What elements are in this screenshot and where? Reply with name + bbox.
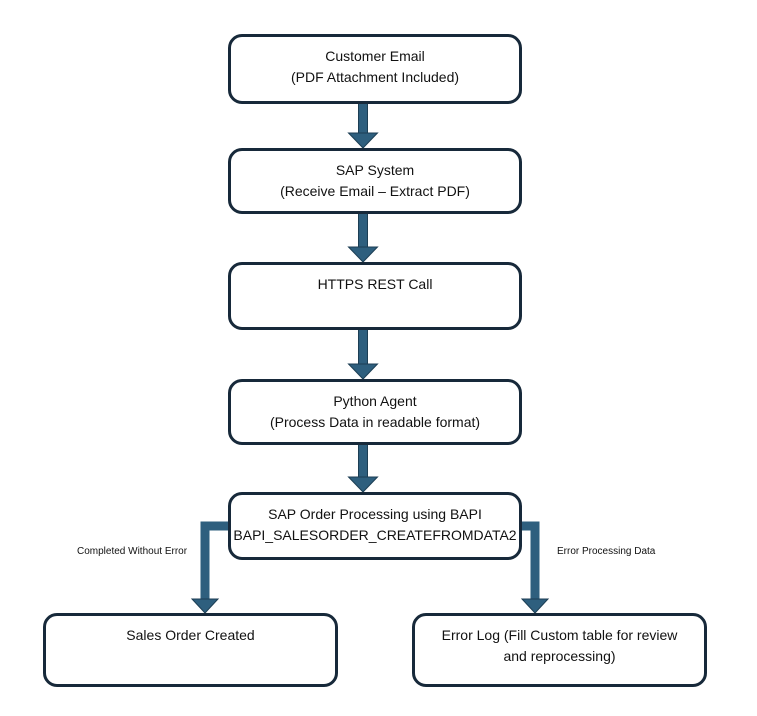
arrow-head [520,598,550,614]
arrow-shaft [358,212,368,248]
arrow-head [190,598,220,614]
node-label: SAP Order Processing using BAPI [268,506,482,522]
edge-label-completed-without-error: Completed Without Error [77,546,188,557]
arrow-head [347,246,379,263]
elbow-line [522,521,540,600]
node-label: Python Agent [333,393,417,409]
node-error-log: Error Log (Fill Custom table for review … [412,613,707,687]
arrow-shaft [358,328,368,365]
node-sap-system: SAP System (Receive Email – Extract PDF) [228,148,522,214]
connector-bapi-to-error-log [520,521,550,614]
arrow-shaft [358,443,368,478]
arrow-sap-to-rest [347,212,379,263]
node-label: and reprocessing) [503,648,616,664]
node-label: (Process Data in readable format) [269,414,481,430]
node-python-agent: Python Agent (Process Data in readable f… [228,379,522,445]
node-customer-email: Customer Email (PDF Attachment Included) [228,34,522,104]
node-label: Sales Order Created [126,627,255,643]
node-label: Customer Email [325,48,425,64]
arrow-shaft [358,102,368,134]
elbow-line [200,521,228,600]
node-label: Error Log (Fill Custom table for review [441,627,678,643]
node-label: BAPI_SALESORDER_CREATEFROMDATA2 [233,527,517,543]
node-https-rest-call: HTTPS REST Call [228,262,522,330]
connector-bapi-to-sales-order [190,521,228,614]
arrow-python-to-bapi [347,443,379,493]
node-label: HTTPS REST Call [317,276,433,292]
arrow-email-to-sap [347,102,379,149]
arrow-head [347,476,379,493]
node-sap-order-processing: SAP Order Processing using BAPI BAPI_SAL… [228,492,522,560]
node-label: SAP System [335,162,415,178]
node-sales-order-created: Sales Order Created [43,613,338,687]
node-label: (PDF Attachment Included) [290,69,460,85]
edge-label-error-processing-data: Error Processing Data [557,546,656,557]
arrow-head [347,363,379,380]
node-label: (Receive Email – Extract PDF) [280,183,470,199]
arrow-head [347,132,379,149]
arrow-rest-to-python [347,328,379,380]
